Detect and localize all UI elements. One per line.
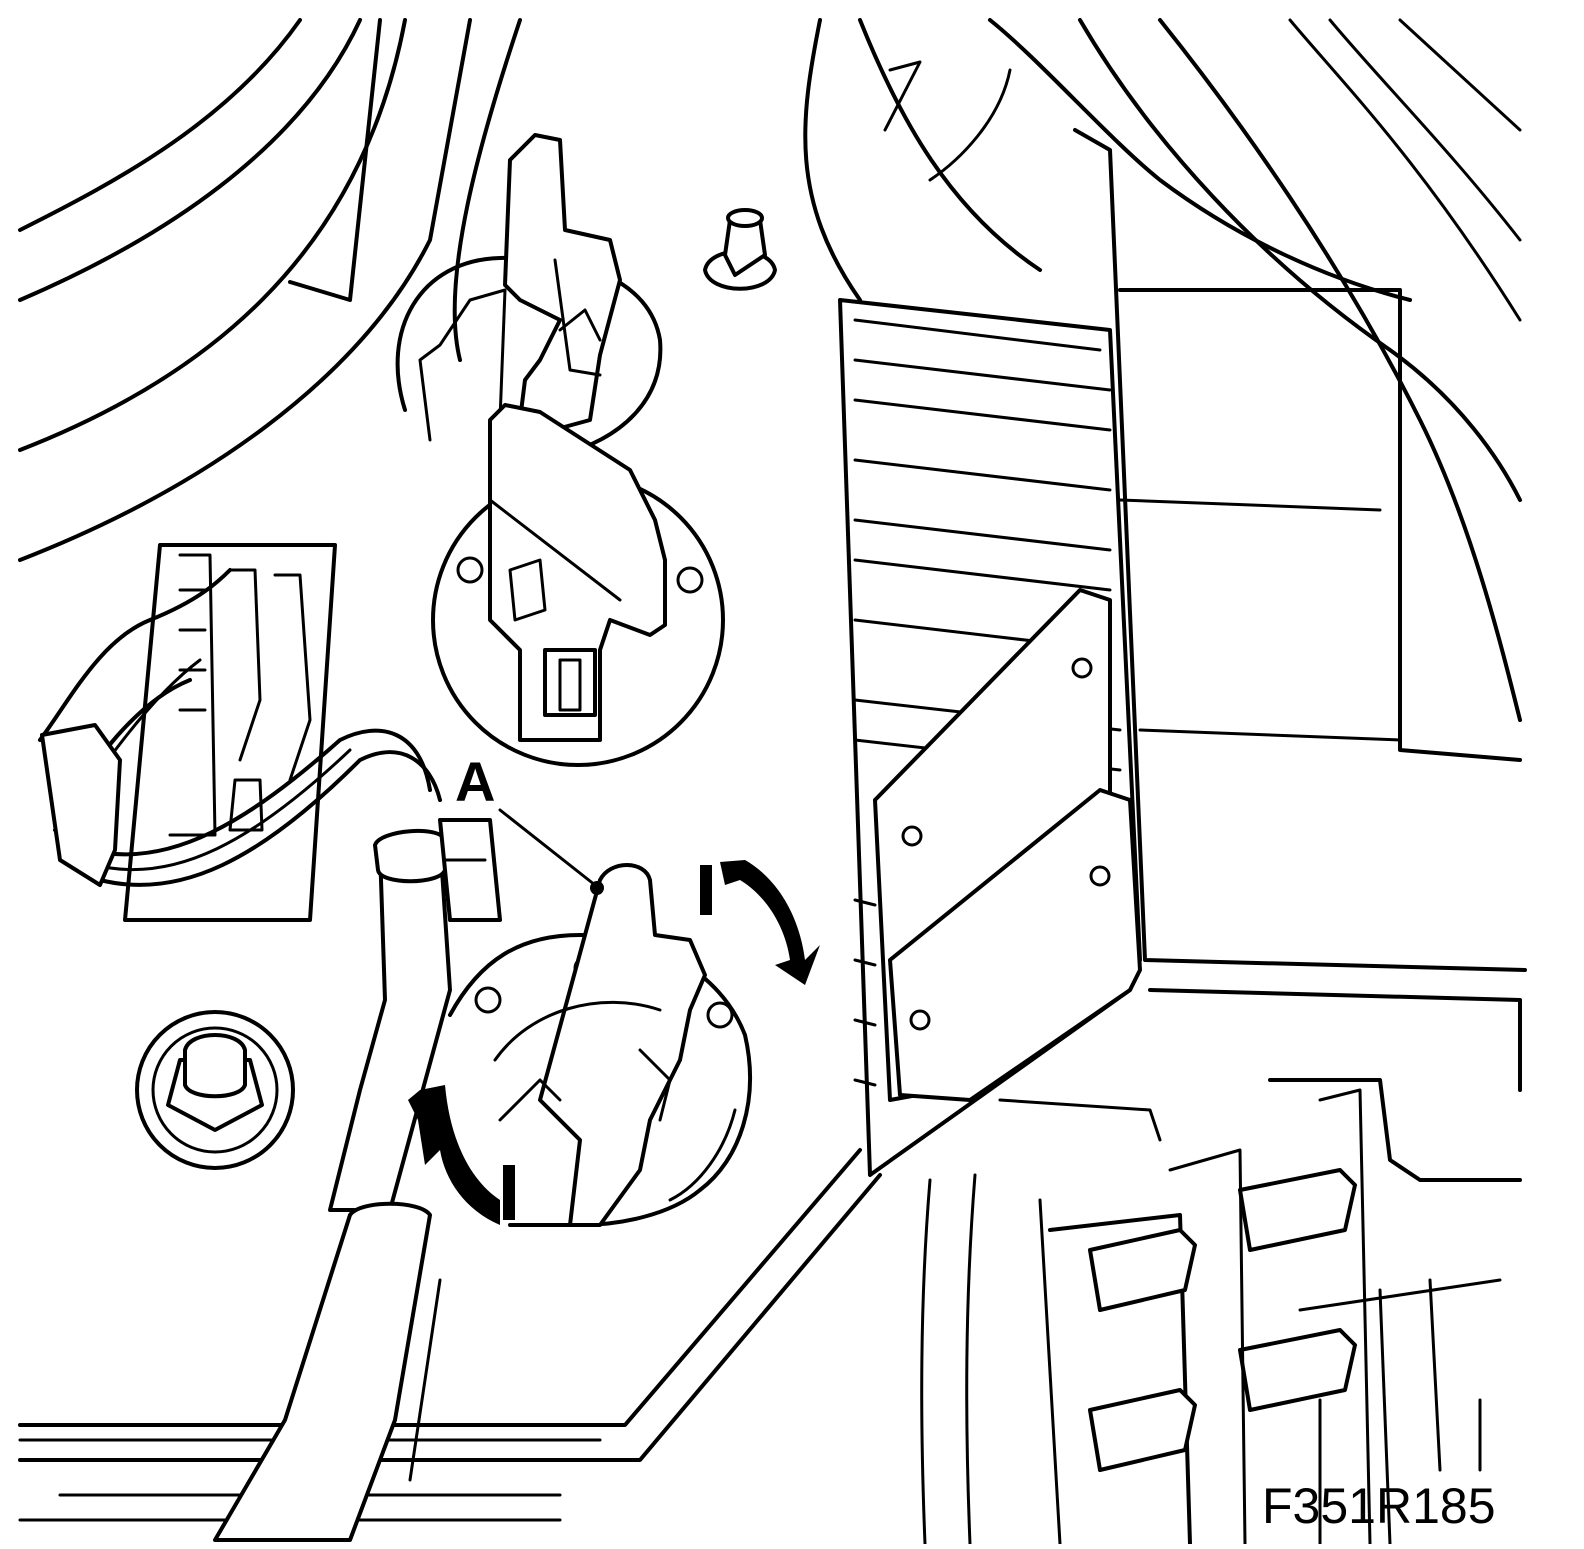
- callout-leader: [498, 808, 604, 895]
- upper-connector: [395, 133, 663, 457]
- body-panel-curves: [18, 18, 472, 562]
- callout-label-a: A: [455, 750, 496, 813]
- wiring-harness: [38, 568, 442, 887]
- hex-nut: [135, 1010, 295, 1170]
- cable-hose: [213, 828, 452, 1542]
- rotation-arrow-icon: [700, 860, 820, 985]
- lower-right-connectors: [920, 1088, 1502, 1546]
- stud-bolt: [703, 208, 777, 291]
- upper-right-panels: [858, 18, 1522, 722]
- relay-block: [123, 543, 337, 922]
- figure-id: F351R185: [1262, 1478, 1496, 1534]
- bracket-assembly: [838, 298, 1142, 1177]
- rotation-arrow-icon: [408, 1085, 515, 1225]
- lower-connector: [448, 863, 752, 1227]
- clip-tab: [438, 818, 502, 922]
- heater-core-frame: [998, 128, 1527, 1182]
- middle-connector: [431, 403, 725, 767]
